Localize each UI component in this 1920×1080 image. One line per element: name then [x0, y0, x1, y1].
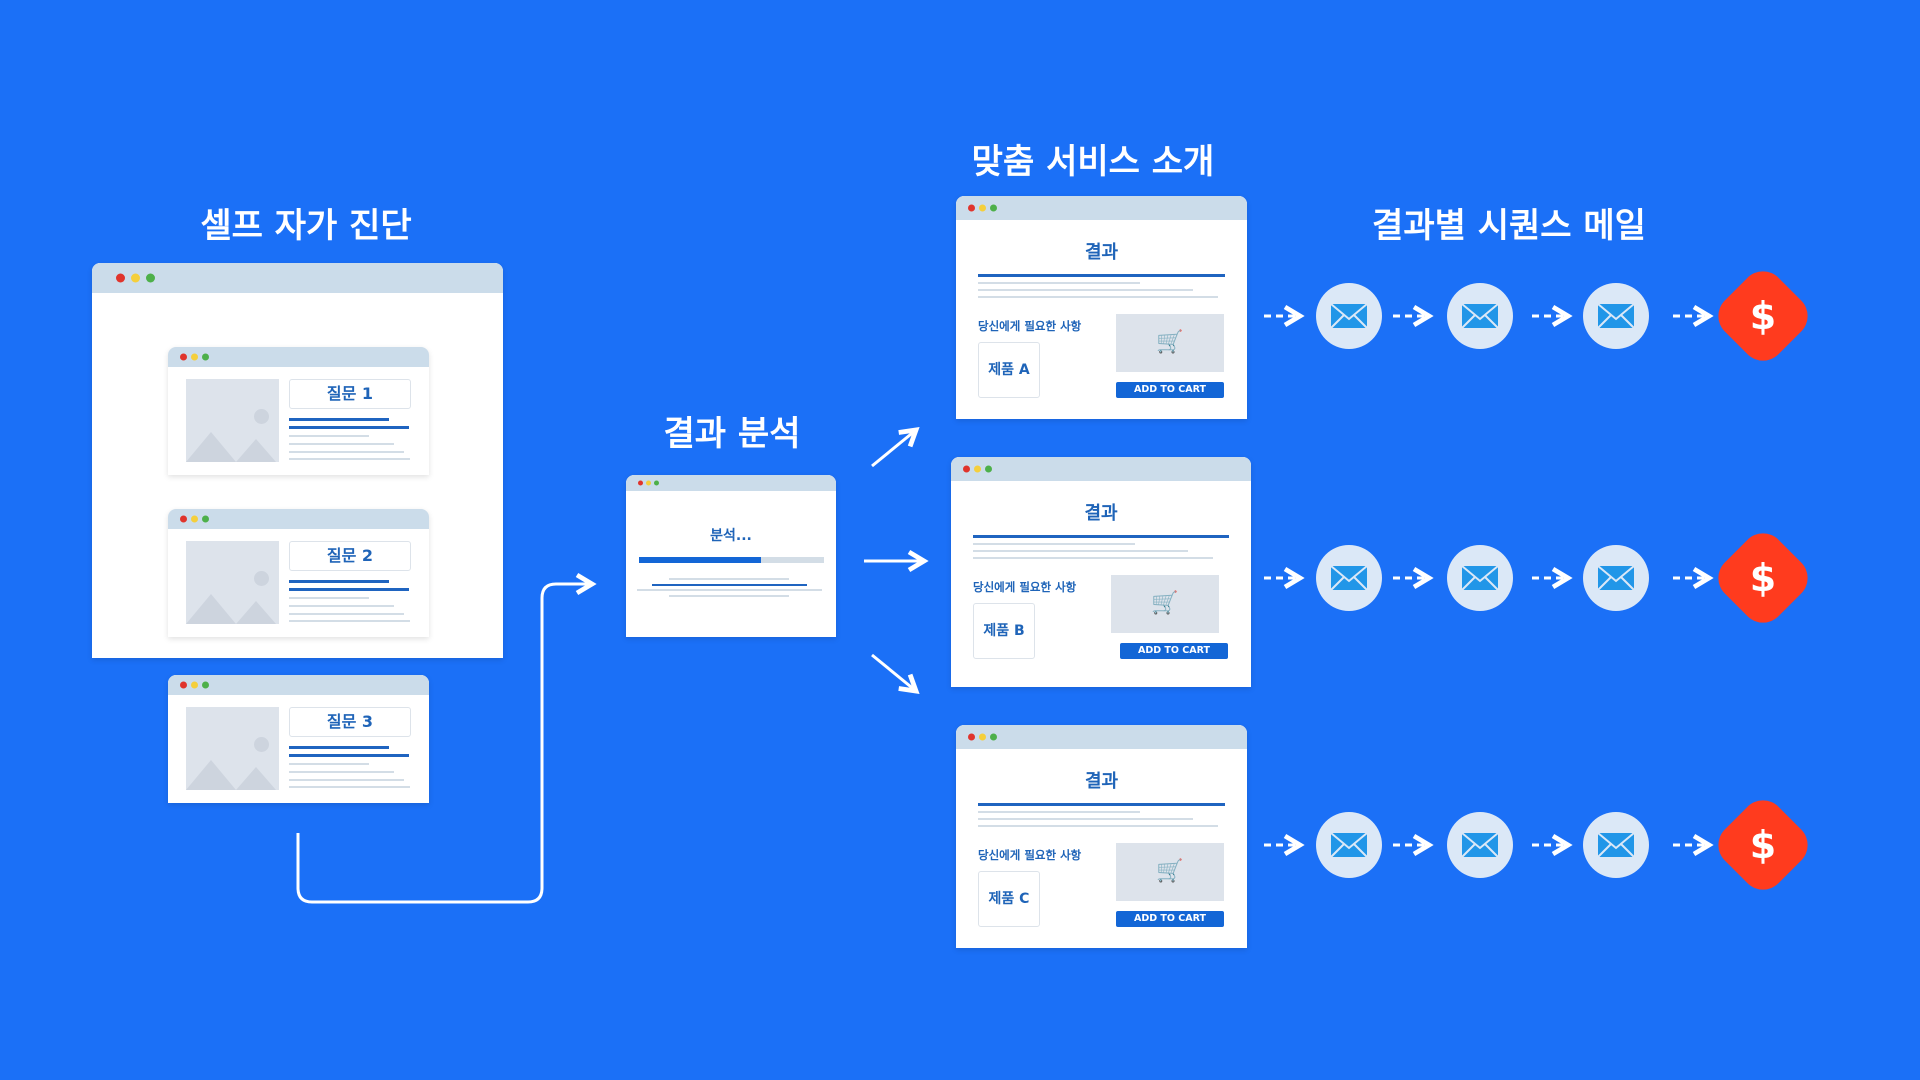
analysis-progress-fill	[639, 557, 762, 563]
question-label: 질문 1	[289, 379, 411, 409]
envelope-icon	[1316, 545, 1382, 611]
question-label: 질문 3	[289, 707, 411, 737]
cart-icon: 🛒	[1111, 575, 1219, 633]
window-titlebar	[168, 347, 429, 367]
flow-line-questions-to-analysis	[296, 572, 597, 904]
envelope-icon	[1447, 812, 1513, 878]
envelope-icon	[1583, 545, 1649, 611]
result-title: 결과	[1084, 503, 1118, 524]
add-to-cart-button[interactable]: ADD TO CART	[1120, 643, 1228, 659]
analysis-label: 분석...	[710, 528, 752, 544]
window-titlebar	[168, 509, 429, 529]
result-need-label: 당신에게 필요한 사항	[973, 580, 1077, 594]
heading-service: 맞춤 서비스 소개	[971, 142, 1215, 182]
cart-icon: 🛒	[1116, 843, 1224, 901]
add-to-cart-button[interactable]: ADD TO CART	[1116, 382, 1224, 398]
result-window: 결과 당신에게 필요한 사항 제품 B 🛒 ADD TO CART	[951, 457, 1251, 687]
result-window: 결과 당신에게 필요한 사항 제품 C 🛒 ADD TO CART	[956, 725, 1247, 948]
question-label: 질문 2	[289, 541, 411, 571]
question-card: 질문 3	[168, 675, 429, 803]
envelope-icon	[1583, 812, 1649, 878]
cart-icon: 🛒	[1116, 314, 1224, 372]
envelope-icon	[1447, 545, 1513, 611]
add-to-cart-button[interactable]: ADD TO CART	[1116, 911, 1224, 927]
product-card[interactable]: 제품 C	[978, 871, 1040, 927]
envelope-icon	[1316, 812, 1382, 878]
window-titlebar	[168, 675, 429, 695]
heading-sequence: 결과별 시퀀스 메일	[1372, 206, 1646, 246]
result-title: 결과	[1084, 771, 1119, 792]
envelope-icon	[1447, 283, 1513, 349]
arrow-to-result-a	[871, 427, 920, 468]
question-card: 질문 2	[168, 509, 429, 637]
product-card[interactable]: 제품 B	[973, 603, 1035, 659]
window-titlebar	[956, 725, 1247, 749]
image-placeholder-icon	[186, 541, 279, 624]
window-titlebar	[951, 457, 1251, 481]
result-need-label: 당신에게 필요한 사항	[978, 848, 1082, 862]
envelope-icon	[1316, 283, 1382, 349]
arrow-to-result-c	[871, 653, 920, 694]
image-placeholder-icon	[186, 379, 279, 462]
window-titlebar	[92, 263, 503, 293]
result-window: 결과 당신에게 필요한 사항 제품 A 🛒 ADD TO CART	[956, 196, 1247, 419]
analysis-window: 분석...	[626, 475, 836, 637]
analysis-progress-bar	[639, 557, 824, 563]
result-need-label: 당신에게 필요한 사항	[978, 319, 1082, 333]
envelope-icon	[1583, 283, 1649, 349]
question-card: 질문 1	[168, 347, 429, 475]
heading-self-diagnosis: 셀프 자가 진단	[200, 206, 412, 246]
heading-analysis: 결과 분석	[663, 414, 801, 454]
product-card[interactable]: 제품 A	[978, 342, 1040, 398]
window-titlebar	[956, 196, 1247, 220]
image-placeholder-icon	[186, 707, 279, 790]
result-title: 결과	[1084, 242, 1119, 263]
